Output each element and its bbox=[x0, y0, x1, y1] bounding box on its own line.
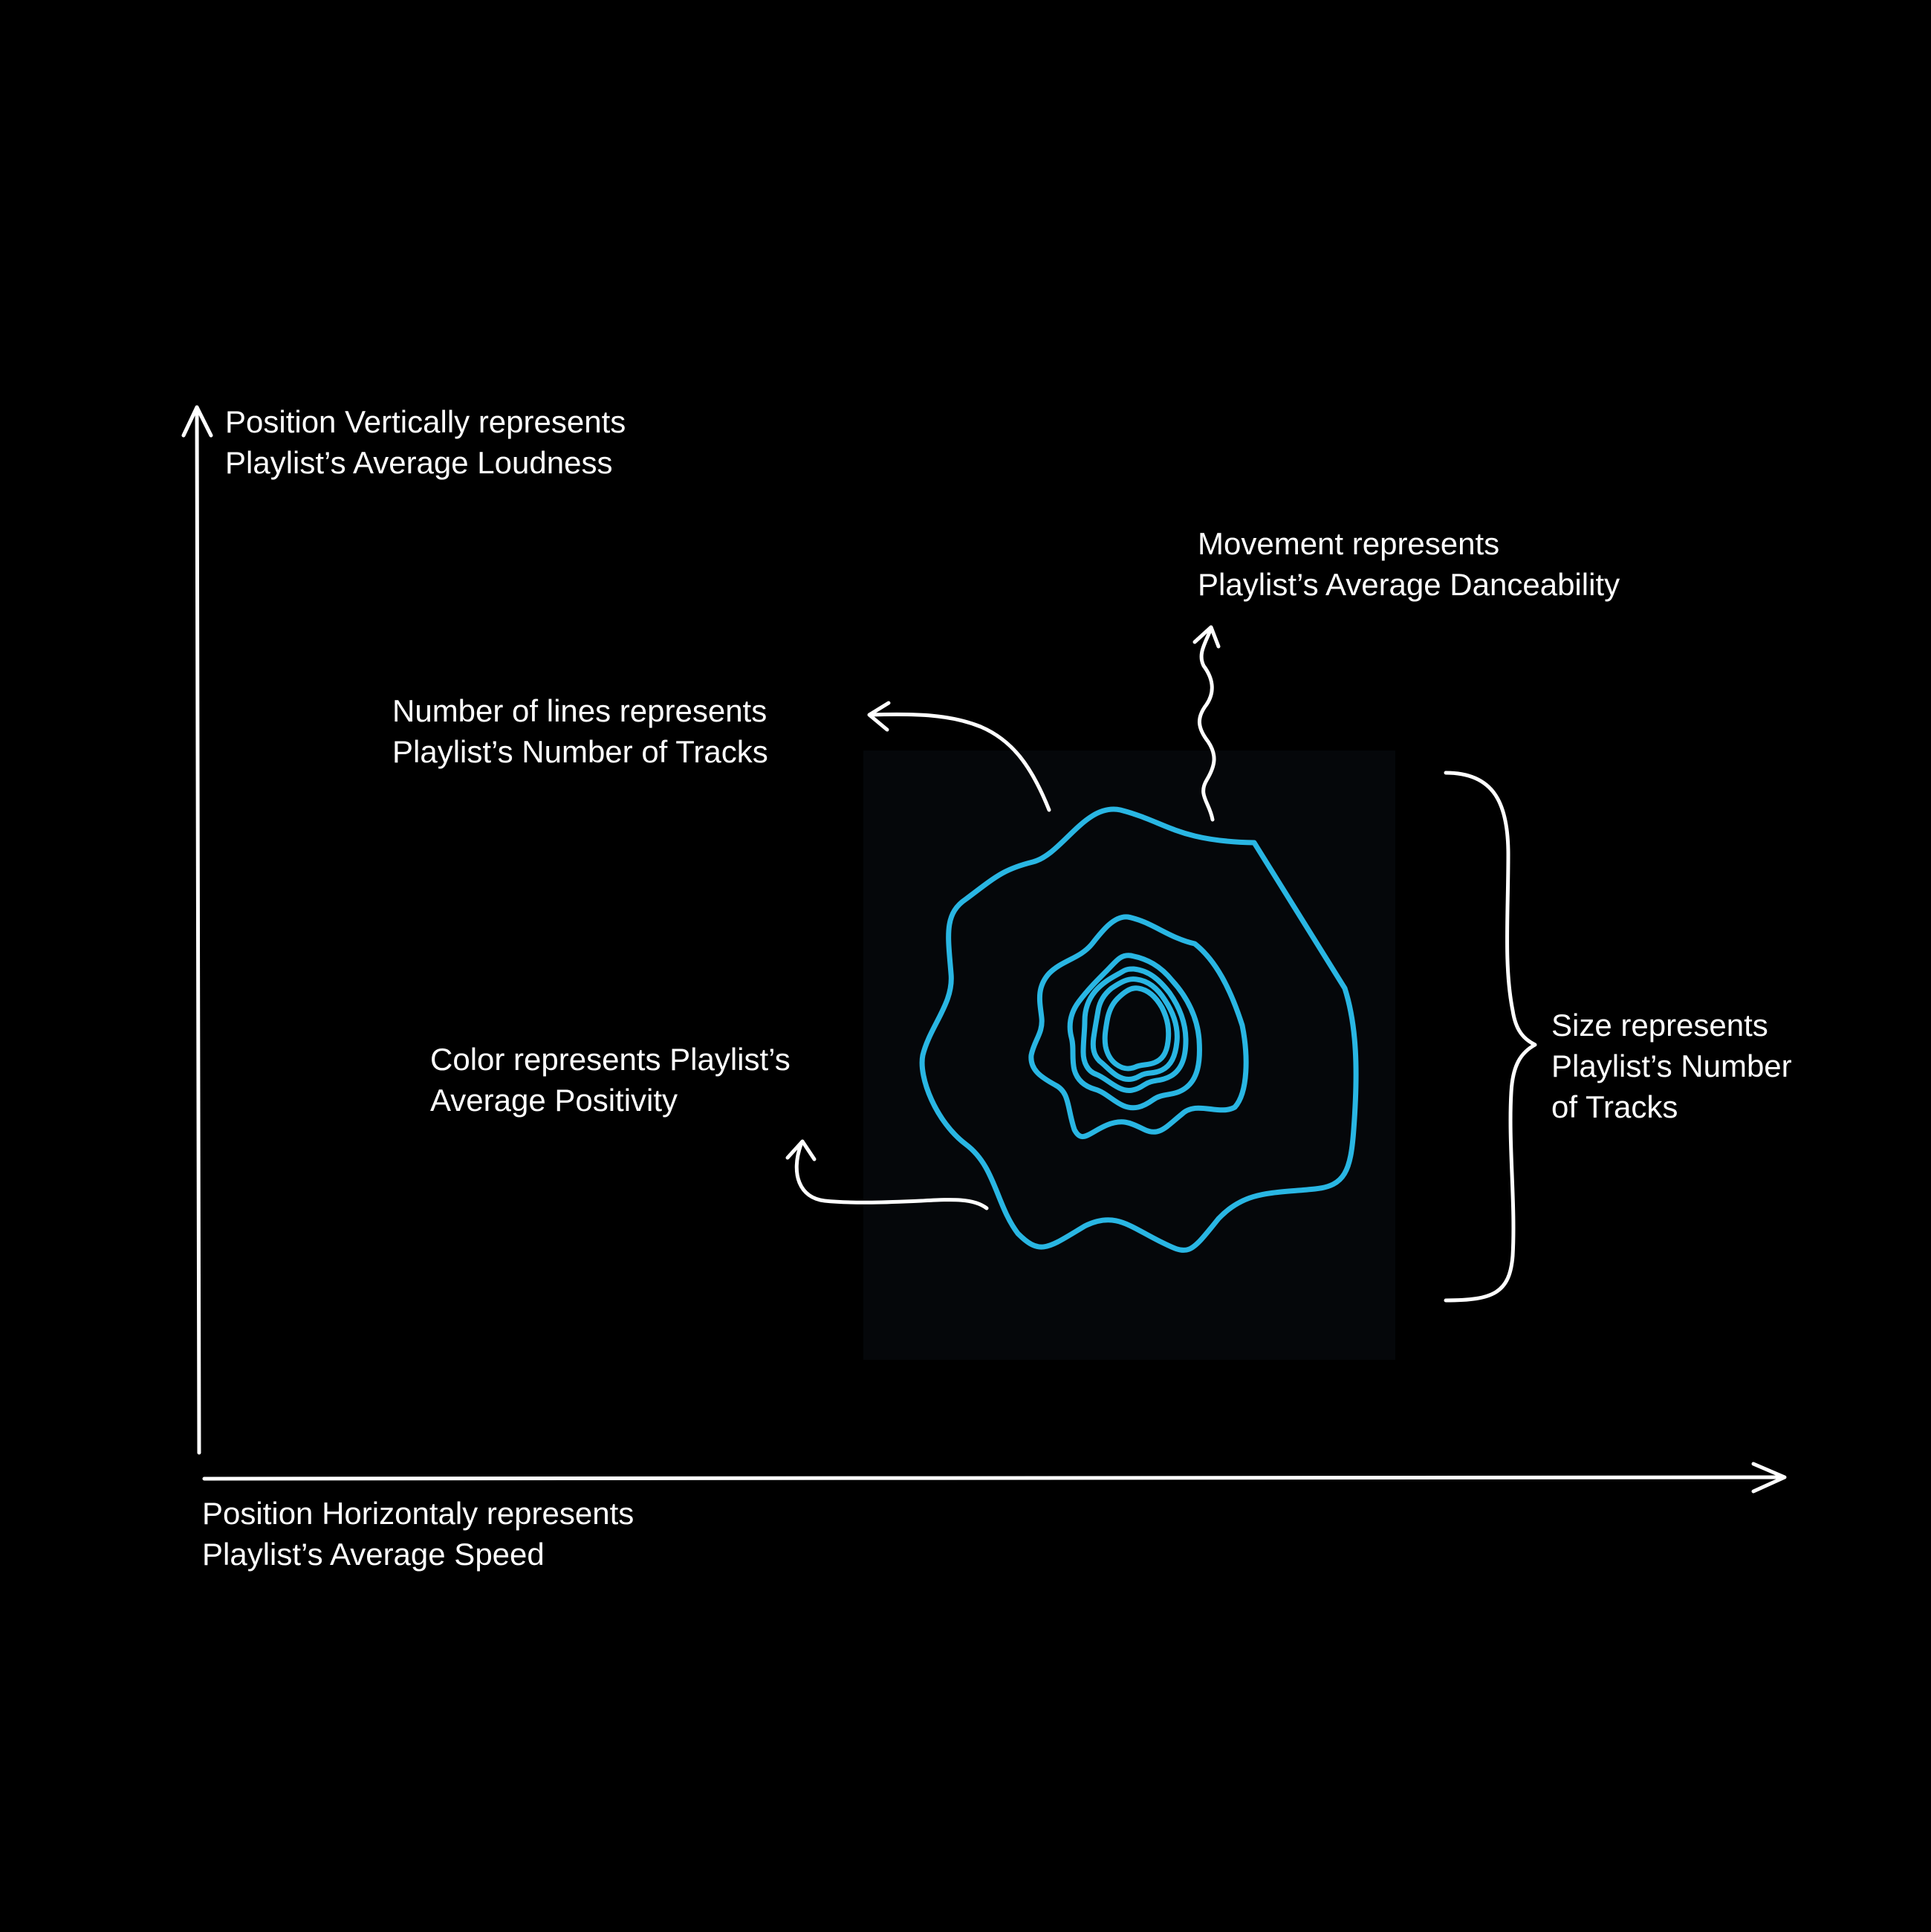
color-label: Color represents Playlist’s Average Posi… bbox=[430, 1039, 791, 1121]
arrow-right-icon bbox=[202, 1462, 1787, 1494]
playlist-glyph bbox=[919, 806, 1359, 1253]
movement-label-line2: Playlist’s Average Danceability bbox=[1198, 567, 1620, 602]
number-of-lines-label: Number of lines represents Playlist’s Nu… bbox=[392, 690, 768, 772]
size-label-line1: Size represents bbox=[1551, 1008, 1768, 1043]
glyph-ring-1 bbox=[919, 806, 1359, 1253]
curved-arrow-left-icon bbox=[867, 701, 1051, 812]
size-label-line3: of Tracks bbox=[1551, 1089, 1678, 1124]
vertical-axis-label: Position Vertically represents Playlist’… bbox=[225, 401, 626, 483]
color-label-line2: Average Positivity bbox=[430, 1083, 678, 1118]
vertical-axis-label-line1: Position Vertically represents bbox=[225, 404, 626, 439]
glyph-ring-4 bbox=[1080, 966, 1189, 1093]
curly-brace-icon bbox=[1444, 771, 1537, 1303]
wavy-arrow-up-icon bbox=[1192, 625, 1221, 822]
number-of-lines-label-line1: Number of lines represents bbox=[392, 693, 767, 728]
glyph-ring-2 bbox=[1028, 914, 1249, 1140]
number-of-lines-label-line2: Playlist’s Number of Tracks bbox=[392, 734, 768, 769]
movement-label-line1: Movement represents bbox=[1198, 526, 1500, 561]
curved-arrow-up-icon bbox=[785, 1139, 989, 1210]
movement-label: Movement represents Playlist’s Average D… bbox=[1198, 523, 1620, 605]
horizontal-axis-label: Position Horizontaly represents Playlist… bbox=[202, 1493, 634, 1575]
vertical-axis-label-line2: Playlist’s Average Loudness bbox=[225, 445, 613, 480]
glyph-ring-3 bbox=[1067, 953, 1202, 1111]
horizontal-axis-label-line2: Playlist’s Average Speed bbox=[202, 1537, 545, 1572]
arrow-up-icon bbox=[181, 405, 213, 1455]
size-label: Size represents Playlist’s Number of Tra… bbox=[1551, 1005, 1792, 1127]
glyph-panel bbox=[863, 751, 1395, 1360]
size-label-line2: Playlist’s Number bbox=[1551, 1048, 1792, 1083]
glyph-ring-6 bbox=[1102, 985, 1172, 1072]
color-label-line1: Color represents Playlist’s bbox=[430, 1042, 791, 1077]
glyph-ring-5 bbox=[1090, 976, 1180, 1082]
horizontal-axis-label-line1: Position Horizontaly represents bbox=[202, 1496, 635, 1531]
